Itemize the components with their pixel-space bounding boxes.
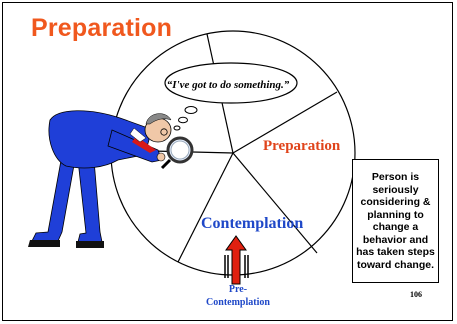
precontemplation-line-1: Pre- [228, 284, 248, 295]
magnifying-glass-icon [160, 136, 194, 170]
thought-bubble-icon [164, 62, 298, 131]
stage-label-contemplation: Contemplation [201, 215, 304, 232]
slide-title: Preparation [31, 14, 173, 42]
thought-bubble-text: “I've got to do something.” [166, 79, 290, 91]
divider-line [232, 91, 338, 154]
divider-line [177, 152, 234, 263]
precontemplation-line-2: Contemplation [206, 297, 270, 308]
up-arrow-icon [224, 235, 249, 285]
definition-text: Person is seriously considering & planni… [356, 171, 435, 271]
definition-box: Person is seriously considering & planni… [352, 159, 439, 283]
stage-label-precontemplation: Pre- Contemplation [196, 283, 280, 309]
bending-man-figure [28, 110, 194, 248]
page-number: 106 [410, 290, 422, 299]
divider-line [232, 152, 318, 254]
stage-label-preparation: Preparation [263, 138, 341, 154]
